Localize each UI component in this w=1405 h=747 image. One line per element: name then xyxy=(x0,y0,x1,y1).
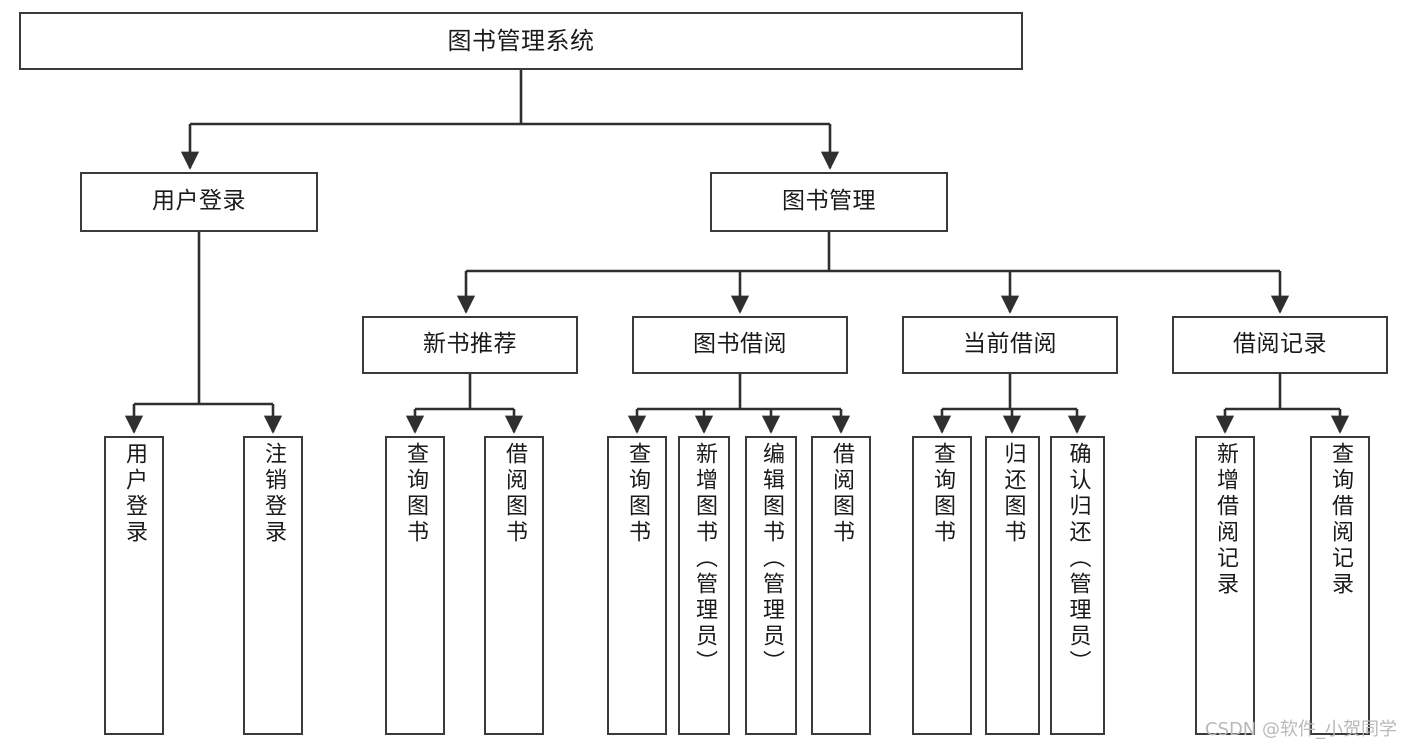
node-book-borrow[interactable]: 图书借阅 xyxy=(632,316,848,374)
node-leaf-query-book-1-label: 查询图书 xyxy=(403,442,428,546)
node-leaf-query-book-2[interactable]: 查询图书 xyxy=(607,436,667,735)
node-leaf-borrow-book-2-label: 借阅图书 xyxy=(829,442,854,546)
node-leaf-logout-label: 注销登录 xyxy=(261,442,286,546)
node-leaf-borrow-book-1[interactable]: 借阅图书 xyxy=(484,436,544,735)
node-book-manage-label: 图书管理 xyxy=(782,188,876,215)
node-root[interactable]: 图书管理系统 xyxy=(19,12,1023,70)
node-new-book-recommend-label: 新书推荐 xyxy=(423,331,517,358)
node-current-borrow-label: 当前借阅 xyxy=(963,331,1057,358)
node-leaf-logout[interactable]: 注销登录 xyxy=(243,436,303,735)
csdn-watermark: CSDN @软件_小贺同学 xyxy=(1204,719,1397,740)
node-leaf-query-book-3[interactable]: 查询图书 xyxy=(912,436,972,735)
node-leaf-borrow-book-2[interactable]: 借阅图书 xyxy=(811,436,871,735)
node-leaf-confirm-return[interactable]: 确认归还（管理员） xyxy=(1050,436,1105,735)
node-leaf-query-book-2-label: 查询图书 xyxy=(625,442,650,546)
node-leaf-confirm-return-label: 确认归还（管理员） xyxy=(1065,442,1091,676)
node-borrow-record[interactable]: 借阅记录 xyxy=(1172,316,1388,374)
node-borrow-record-label: 借阅记录 xyxy=(1233,331,1327,358)
node-leaf-add-record[interactable]: 新增借阅记录 xyxy=(1195,436,1255,735)
node-leaf-return-book[interactable]: 归还图书 xyxy=(985,436,1040,735)
node-leaf-query-book-1[interactable]: 查询图书 xyxy=(385,436,445,735)
node-leaf-query-record-label: 查询借阅记录 xyxy=(1328,442,1353,598)
node-root-label: 图书管理系统 xyxy=(447,26,595,55)
node-leaf-user-login-label: 用户登录 xyxy=(122,442,147,546)
node-leaf-query-record[interactable]: 查询借阅记录 xyxy=(1310,436,1370,735)
node-leaf-user-login[interactable]: 用户登录 xyxy=(104,436,164,735)
node-leaf-query-book-3-label: 查询图书 xyxy=(930,442,955,546)
node-leaf-edit-book[interactable]: 编辑图书（管理员） xyxy=(745,436,797,735)
node-new-book-recommend[interactable]: 新书推荐 xyxy=(362,316,578,374)
node-user-login[interactable]: 用户登录 xyxy=(80,172,318,232)
node-leaf-edit-book-label: 编辑图书（管理员） xyxy=(759,442,784,676)
node-leaf-add-record-label: 新增借阅记录 xyxy=(1213,442,1238,598)
node-leaf-add-book-label: 新增图书（管理员） xyxy=(692,442,717,676)
node-current-borrow[interactable]: 当前借阅 xyxy=(902,316,1118,374)
node-leaf-borrow-book-1-label: 借阅图书 xyxy=(502,442,527,546)
node-leaf-add-book[interactable]: 新增图书（管理员） xyxy=(678,436,730,735)
node-book-borrow-label: 图书借阅 xyxy=(693,331,787,358)
node-book-manage[interactable]: 图书管理 xyxy=(710,172,948,232)
node-user-login-label: 用户登录 xyxy=(152,188,246,215)
node-leaf-return-book-label: 归还图书 xyxy=(1000,442,1026,546)
